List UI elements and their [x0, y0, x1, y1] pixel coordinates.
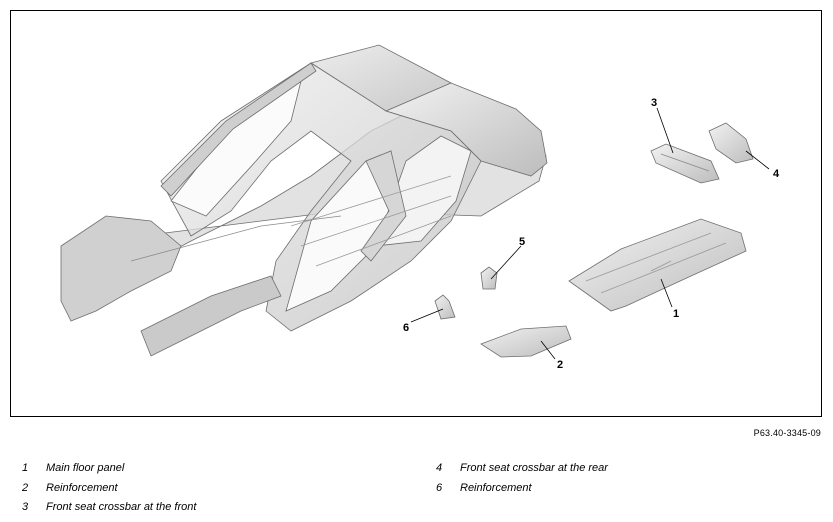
legend-number: 6 — [436, 481, 443, 494]
part-2-reinforcement — [480, 325, 572, 358]
callout-2: 2 — [557, 359, 563, 371]
legend-item: 3 Front seat crossbar at the front — [22, 501, 196, 521]
part-4-front-seat-crossbar-rear — [708, 122, 754, 164]
figure-reference: P63.40-3345-09 — [753, 428, 821, 438]
legend-text: Reinforcement — [460, 481, 532, 494]
legend-text: Front seat crossbar at the front — [46, 501, 197, 513]
legend-text: Main floor panel — [46, 462, 125, 474]
legend-number: 4 — [436, 462, 443, 474]
callout-6: 6 — [403, 322, 409, 334]
callout-3: 3 — [651, 97, 657, 109]
leader-6 — [410, 308, 444, 323]
legend-item: 2 Reinforcement — [22, 482, 196, 502]
callout-5: 5 — [519, 236, 525, 248]
legend-left-column: 1 Main floor panel 2 Reinforcement 3 Fro… — [22, 462, 196, 521]
callout-1: 1 — [673, 308, 679, 320]
illustration-frame: 3 4 1 5 6 2 — [10, 10, 822, 417]
body-shell-illustration: 3 4 1 5 6 2 — [60, 44, 780, 371]
car-body-shell — [60, 44, 548, 357]
part-6-reinforcement — [434, 294, 456, 320]
legend-text: Front seat crossbar at the rear — [460, 462, 608, 474]
legend-item: 6 Reinforcement — [436, 482, 608, 502]
callout-4: 4 — [773, 168, 780, 180]
leader-3 — [656, 107, 674, 154]
legend-item: 1 Main floor panel — [22, 462, 196, 482]
leader-2 — [540, 340, 556, 360]
callout-leaders — [410, 107, 770, 360]
legend-number: 3 — [22, 501, 29, 513]
legend-number: 1 — [22, 462, 29, 474]
part-3-front-seat-crossbar-front — [650, 143, 720, 184]
legend-text: Reinforcement — [46, 481, 118, 494]
leader-4 — [745, 150, 770, 170]
legend-item: 4 Front seat crossbar at the rear — [436, 462, 608, 482]
legend-number: 2 — [22, 481, 29, 494]
leader-1 — [660, 278, 673, 308]
legend-right-column: 4 Front seat crossbar at the rear 6 Rein… — [436, 462, 608, 501]
leader-5 — [490, 245, 522, 280]
part-1-main-floor-panel — [568, 218, 747, 312]
part-5-reinforcement — [480, 266, 498, 290]
